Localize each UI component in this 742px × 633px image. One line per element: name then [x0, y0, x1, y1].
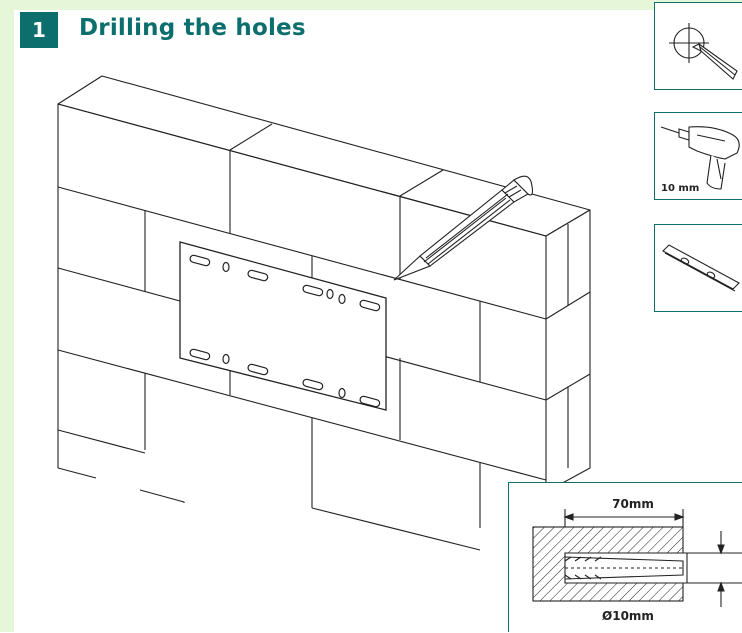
page-top-band: [0, 0, 742, 10]
step-number-badge: 1: [20, 12, 58, 48]
step-title: Drilling the holes: [79, 15, 306, 41]
crosshair-pencil-icon: [669, 23, 738, 80]
anchor-cross-section: [532, 509, 742, 607]
anchor-detail-panel: 70mm Ø10mm: [508, 482, 742, 632]
drill-bit-size: 10 mm: [661, 183, 700, 194]
hole-depth-label: 70mm: [612, 497, 654, 511]
tool-panel-marking: [654, 2, 742, 90]
tool-panel-level: [654, 224, 742, 312]
pencil-icon: [393, 175, 534, 281]
drill-icon: [660, 126, 740, 190]
hole-diameter-label: Ø10mm: [602, 609, 654, 623]
page-margin-band: [0, 0, 14, 632]
tool-panel-drill: 10 mm: [654, 112, 742, 200]
spirit-level-icon: [662, 244, 740, 292]
